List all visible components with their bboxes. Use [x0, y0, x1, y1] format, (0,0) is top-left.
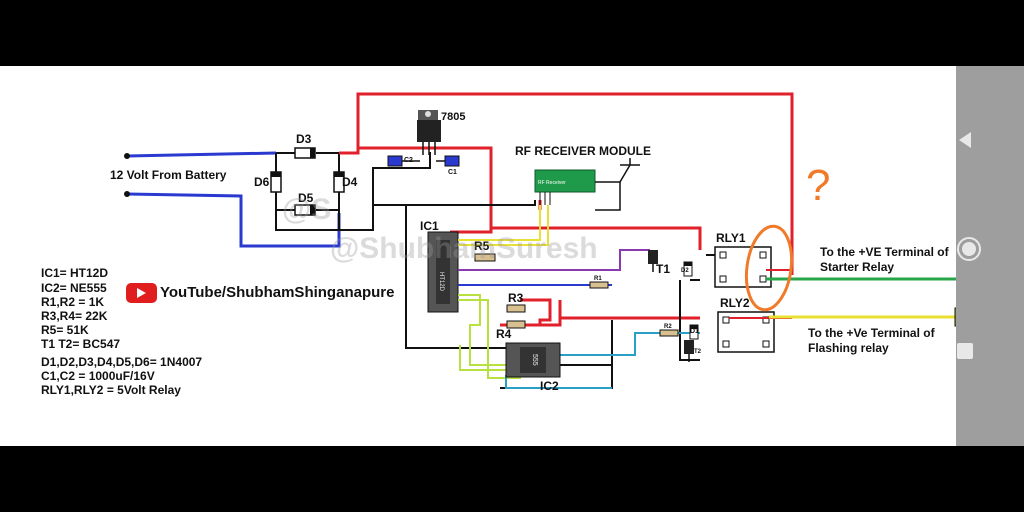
ic1-ht12d	[427, 231, 459, 313]
label-rly2: RLY2	[720, 296, 750, 310]
transistor-t2	[684, 340, 694, 362]
label-d1: D1	[690, 328, 699, 335]
ground-black-wires	[339, 152, 720, 389]
label-rly1: RLY1	[716, 231, 746, 245]
label-d2: D2	[681, 268, 689, 274]
label-rf-module: RF RECEIVER MODULE	[515, 144, 651, 158]
label-c1: C1	[448, 169, 457, 176]
battery-wires	[126, 151, 341, 248]
resistor-r1	[589, 281, 609, 289]
capacitor-c2	[387, 155, 403, 167]
youtube-icon	[126, 283, 157, 303]
legend-line: R1,R2 = 1K	[41, 295, 105, 309]
relay-rly1	[714, 246, 772, 288]
voltage-regulator-7805	[417, 110, 441, 155]
label-ic1: IC1	[420, 219, 439, 233]
legend-line: C1,C2 = 1000uF/16V	[41, 369, 155, 383]
starter-note-line2: Starter Relay	[820, 260, 895, 274]
annotation-circle	[744, 224, 794, 312]
starter-note-line1: To the +VE Terminal of	[820, 245, 949, 259]
label-c2: C2	[404, 157, 413, 164]
resistor-r3	[506, 304, 526, 313]
back-button[interactable]	[956, 130, 1024, 170]
label-d6: D6	[254, 175, 270, 189]
home-button[interactable]	[956, 236, 1024, 276]
resistor-r5	[474, 253, 496, 262]
label-ic2: IC2	[540, 379, 559, 393]
capacitor-c1	[444, 155, 460, 167]
legend-line: R5= 51K	[41, 323, 89, 337]
label-r5: R5	[474, 239, 490, 253]
label-r2: R2	[664, 324, 672, 330]
ic1-chip-label: HT12D	[438, 272, 444, 292]
recents-button[interactable]	[956, 342, 1024, 382]
label-7805: 7805	[441, 111, 465, 123]
flashing-note-line1: To the +Ve Terminal of	[808, 326, 935, 340]
label-r3: R3	[508, 291, 524, 305]
ic2-ne555	[505, 342, 561, 378]
label-battery: 12 Volt From Battery	[110, 168, 227, 182]
label-r1: R1	[594, 276, 602, 282]
transistor-t1	[648, 250, 658, 272]
resistor-r2	[659, 329, 679, 337]
supply-red-wires	[339, 92, 794, 327]
watermark-main: @ShubhamSuresh	[330, 232, 598, 265]
legend-line: RLY1,RLY2 = 5Volt Relay	[41, 383, 181, 397]
recents-icon	[957, 343, 973, 359]
annotation-question-mark: ?	[806, 161, 830, 210]
back-icon	[959, 132, 971, 148]
label-t2: T2	[694, 349, 702, 355]
label-r4: R4	[496, 327, 512, 341]
flashing-note-line2: Flashing relay	[808, 341, 889, 355]
terminal-flashing	[954, 307, 956, 327]
label-d3: D3	[296, 132, 312, 146]
system-nav-bar	[956, 66, 1024, 446]
letterbox-bottom	[0, 446, 1024, 512]
rf-chip-label: RF Receiver	[538, 180, 566, 186]
letterbox-top	[0, 0, 1024, 66]
circuit-diagram: RF Receiver HT12D 555	[110, 92, 956, 393]
legend-line: R3,R4= 22K	[41, 309, 108, 323]
label-d4: D4	[342, 175, 358, 189]
ic2-chip-label: 555	[531, 354, 538, 366]
resistor-r4	[506, 320, 526, 329]
legend-line: IC2= NE555	[41, 281, 107, 295]
legend-line: IC1= HT12D	[41, 266, 109, 280]
youtube-channel-text: YouTube/ShubhamShinganapure	[160, 284, 395, 301]
label-t1: T1	[656, 262, 670, 276]
label-d5: D5	[298, 191, 314, 205]
rf-receiver-module	[534, 158, 640, 211]
legend-line: D1,D2,D3,D4,D5,D6= 1N4007	[41, 355, 203, 369]
home-icon	[957, 237, 981, 261]
watermark-small: @S	[282, 193, 332, 226]
legend-line: T1 T2= BC547	[41, 337, 121, 351]
